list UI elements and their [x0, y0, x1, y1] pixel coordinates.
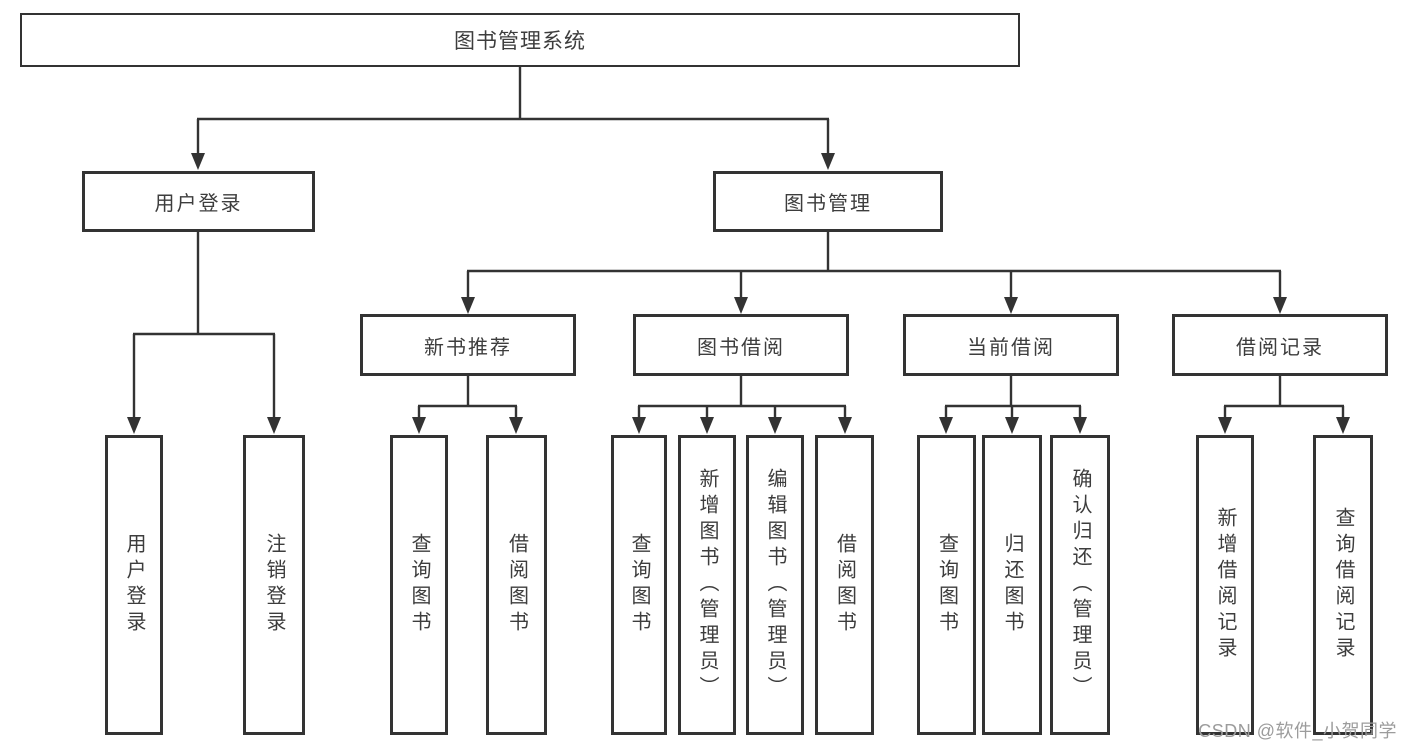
node-leaf-borrowing-query-books-label: 查询图书: [628, 533, 650, 637]
node-leaf-borrow-books-label: 借阅图书: [833, 533, 856, 637]
node-library-management-system: 图书管理系统: [20, 13, 1020, 67]
node-leaf-confirm-return-admin-label: 确认归还（管理员）: [1069, 468, 1091, 702]
node-leaf-recommendation-query-books: 查询图书: [390, 435, 448, 735]
connector-root-to-level1: [191, 67, 835, 170]
node-leaf-add-borrowing-record: 新增借阅记录: [1196, 435, 1254, 735]
node-leaf-recommendation-borrow-books: 借阅图书: [486, 435, 547, 735]
connector-book-management-to-level2: [461, 232, 1287, 314]
node-leaf-logout: 注销登录: [243, 435, 305, 735]
node-leaf-return-books: 归还图书: [982, 435, 1042, 735]
connector-borrowing-to-leaves: [632, 376, 852, 434]
node-user-login: 用户登录: [82, 171, 315, 232]
node-leaf-user-login-label: 用户登录: [123, 533, 145, 637]
connector-recommendation-to-leaves: [412, 376, 523, 434]
node-leaf-return-books-label: 归还图书: [1001, 533, 1023, 637]
node-leaf-borrow-books: 借阅图书: [815, 435, 874, 735]
node-leaf-edit-books-admin-label: 编辑图书（管理员）: [764, 468, 786, 702]
node-leaf-add-books-admin-label: 新增图书（管理员）: [696, 468, 718, 702]
node-leaf-add-books-admin: 新增图书（管理员）: [678, 435, 736, 735]
node-leaf-recommendation-borrow-books-label: 借阅图书: [505, 533, 528, 637]
node-leaf-query-borrowing-record: 查询借阅记录: [1313, 435, 1373, 735]
node-leaf-query-borrowing-record-label: 查询借阅记录: [1332, 507, 1354, 663]
node-book-borrowing: 图书借阅: [633, 314, 849, 376]
node-leaf-user-login: 用户登录: [105, 435, 163, 735]
node-book-management: 图书管理: [713, 171, 943, 232]
node-leaf-borrowing-query-books: 查询图书: [611, 435, 667, 735]
node-leaf-current-query-books: 查询图书: [917, 435, 976, 735]
node-leaf-current-query-books-label: 查询图书: [935, 533, 958, 637]
node-borrowing-records: 借阅记录: [1172, 314, 1388, 376]
connector-records-to-leaves: [1218, 376, 1350, 434]
node-leaf-add-borrowing-record-label: 新增借阅记录: [1214, 507, 1236, 663]
csdn-watermark: CSDN @软件_小贺同学: [1198, 721, 1397, 741]
connector-current-to-leaves: [939, 376, 1087, 434]
node-leaf-edit-books-admin: 编辑图书（管理员）: [746, 435, 804, 735]
node-leaf-confirm-return-admin: 确认归还（管理员）: [1050, 435, 1110, 735]
connector-user-login-to-leaves: [127, 232, 281, 434]
node-leaf-recommendation-query-books-label: 查询图书: [408, 533, 430, 637]
node-leaf-logout-label: 注销登录: [263, 533, 285, 637]
node-current-borrowing: 当前借阅: [903, 314, 1119, 376]
node-new-book-recommendation: 新书推荐: [360, 314, 576, 376]
